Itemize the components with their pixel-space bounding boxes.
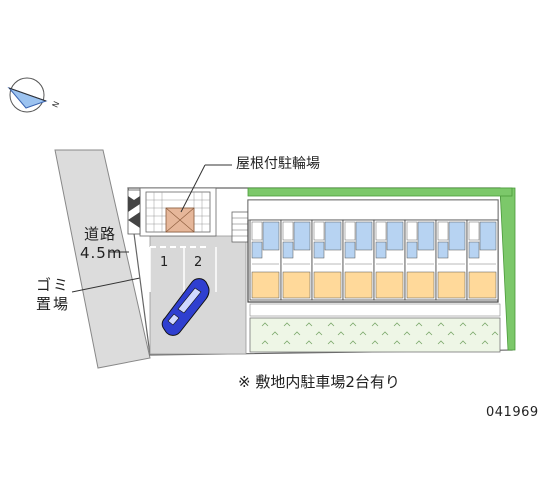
- lawn-mark: [469, 331, 477, 336]
- unit-bath: [355, 221, 373, 251]
- garbage-leader-line: [71, 277, 141, 293]
- lawn-mark: [349, 322, 357, 327]
- lawn-mark: [481, 340, 489, 345]
- car-icon: [161, 278, 210, 336]
- road-label: 道路: [84, 225, 117, 243]
- lawn-mark: [459, 322, 467, 327]
- lawn-mark: [293, 331, 301, 336]
- garbage-label-2: 置場: [36, 295, 71, 313]
- unit-kitchen: [251, 241, 263, 259]
- unit-entry: [313, 221, 325, 241]
- unit-entry: [282, 221, 294, 241]
- unit-entry: [344, 221, 356, 241]
- unit-kitchen: [437, 241, 449, 259]
- apartment-unit: [249, 219, 282, 301]
- unit-room: [375, 271, 404, 299]
- lawn-mark: [305, 322, 313, 327]
- lawn-marks: [261, 322, 499, 345]
- unit-entry: [406, 221, 418, 241]
- lawn-mark: [359, 331, 367, 336]
- green-belt-north: [247, 187, 513, 197]
- unit-room: [313, 271, 342, 299]
- lawn-mark: [437, 322, 445, 327]
- unit-entry: [437, 221, 449, 241]
- lawn-mark: [491, 331, 499, 336]
- lawn-mark: [337, 331, 345, 336]
- unit-entry: [468, 221, 480, 241]
- parking-note: ※ 敷地内駐車場2台有り: [238, 373, 400, 391]
- unit-entry: [375, 221, 387, 241]
- lawn-mark: [437, 340, 445, 345]
- lawn-mark: [327, 322, 335, 327]
- lawn-mark: [403, 331, 411, 336]
- unit-kitchen: [468, 241, 480, 259]
- unit-room: [282, 271, 311, 299]
- apartment-unit: [280, 219, 313, 301]
- lawn-mark: [371, 322, 379, 327]
- unit-kitchen: [344, 241, 356, 259]
- apartment-unit: [342, 219, 375, 301]
- lawn-mark: [393, 322, 401, 327]
- unit-bath: [324, 221, 342, 251]
- unit-bath: [417, 221, 435, 251]
- lawn-mark: [261, 340, 269, 345]
- entrance-pattern: [127, 189, 141, 235]
- lawn-mark: [381, 331, 389, 336]
- lawn-mark: [447, 331, 455, 336]
- lawn-mark: [283, 340, 291, 345]
- unit-room: [437, 271, 466, 299]
- property-id: 041969: [486, 405, 539, 420]
- lawn-mark: [283, 322, 291, 327]
- unit-bath: [386, 221, 404, 251]
- unit-bath: [479, 221, 497, 251]
- apartment-unit: [466, 219, 499, 301]
- lawn-mark: [425, 331, 433, 336]
- lawn-mark: [459, 340, 467, 345]
- apartment-unit: [311, 219, 344, 301]
- lawn-mark: [481, 322, 489, 327]
- bicycle-parking-label: 屋根付駐輪場: [236, 156, 320, 172]
- lawn-mark: [393, 340, 401, 345]
- unit-bath: [293, 221, 311, 251]
- apartment-unit: [404, 219, 437, 301]
- road-width-label: 4.5m: [80, 244, 123, 262]
- lawn-mark: [349, 340, 357, 345]
- apartment-unit: [373, 219, 406, 301]
- parking-space-1-label: 1: [160, 255, 169, 270]
- lawn-area: [249, 317, 501, 353]
- apartment-units: [249, 219, 499, 301]
- unit-bath: [448, 221, 466, 251]
- lawn-mark: [261, 322, 269, 327]
- apartment-unit: [435, 219, 468, 301]
- unit-room: [344, 271, 373, 299]
- lawn-mark: [271, 331, 279, 336]
- unit-room: [468, 271, 497, 299]
- unit-kitchen: [313, 241, 325, 259]
- lawn-mark: [415, 322, 423, 327]
- unit-bath: [262, 221, 280, 251]
- lawn-mark: [305, 340, 313, 345]
- road: [54, 149, 151, 369]
- unit-kitchen: [406, 241, 418, 259]
- stairs: [231, 211, 249, 243]
- parking-space-2-label: 2: [194, 255, 203, 270]
- unit-kitchen: [282, 241, 294, 259]
- garbage-label: ゴミ: [36, 276, 71, 294]
- lawn-mark: [327, 340, 335, 345]
- unit-entry: [251, 221, 263, 241]
- lawn-mark: [415, 340, 423, 345]
- unit-room: [406, 271, 435, 299]
- compass-icon: [7, 77, 48, 113]
- unit-room: [251, 271, 280, 299]
- lawn-mark: [371, 340, 379, 345]
- unit-kitchen: [375, 241, 387, 259]
- lawn-mark: [315, 331, 323, 336]
